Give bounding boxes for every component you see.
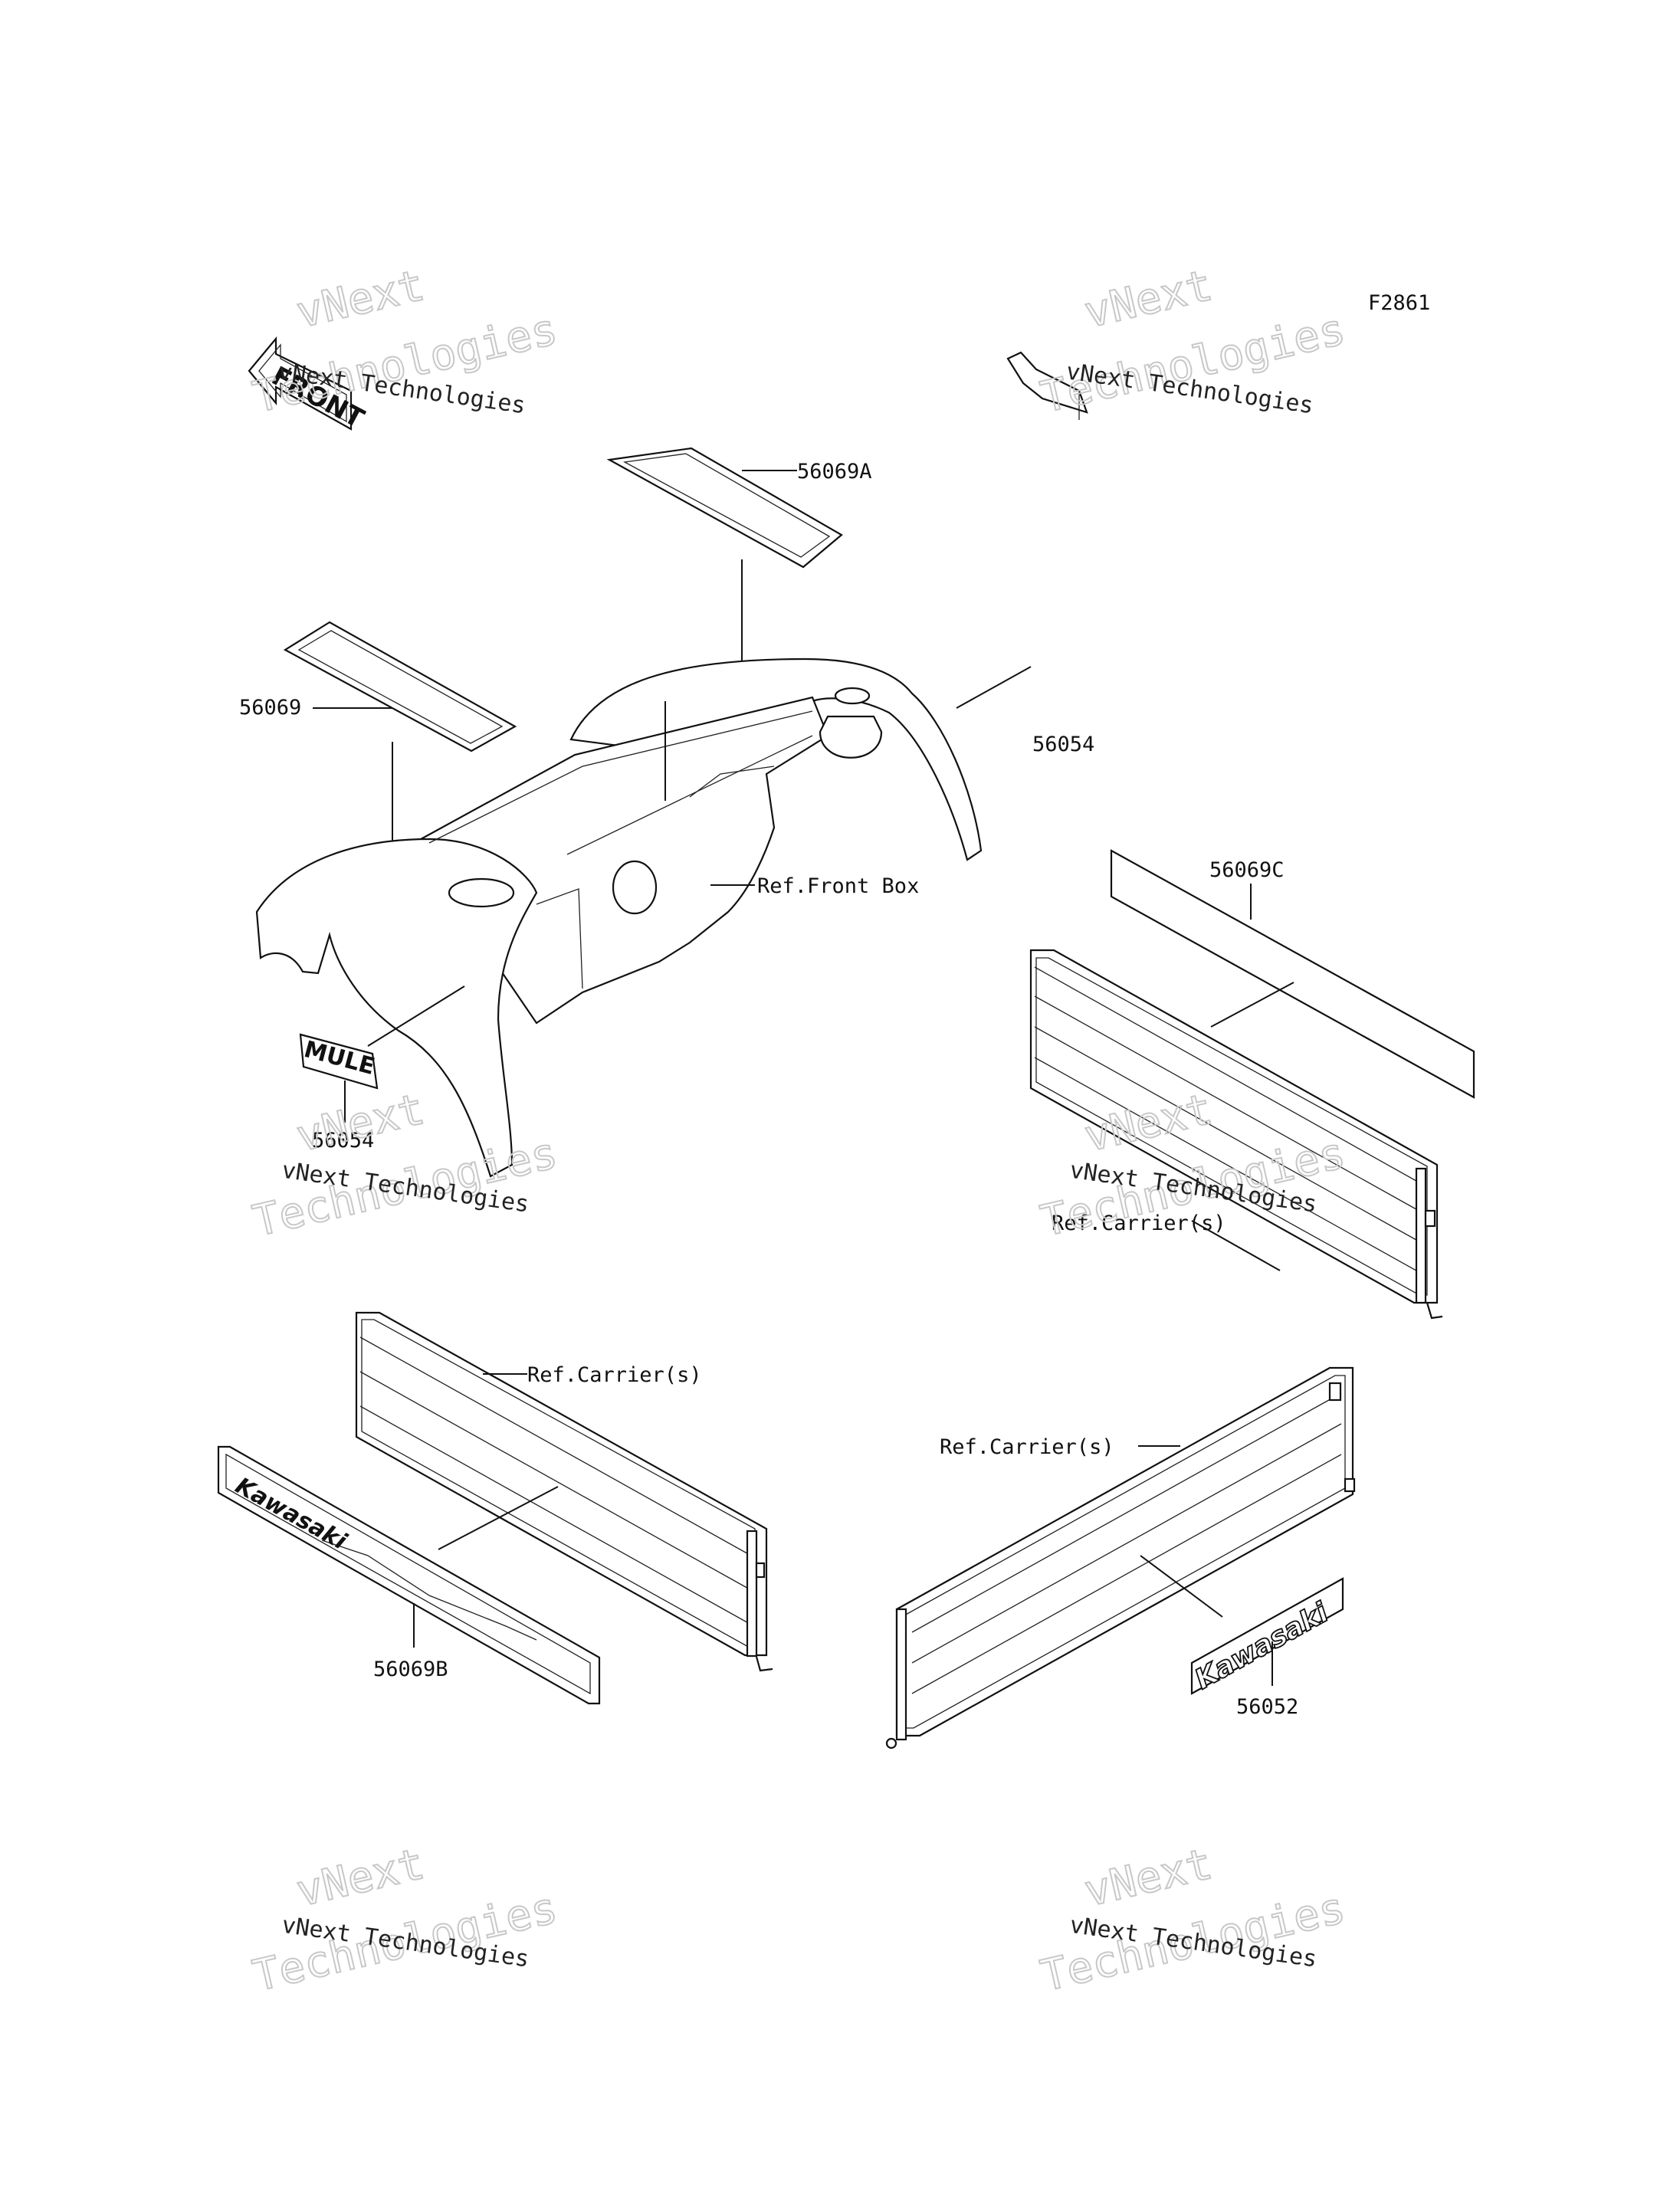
diagram-code: F2861 [1368,291,1430,315]
leader-56054-top [956,666,1032,709]
label-ref-front-box: Ref.Front Box [757,874,919,898]
carrier-panel-right [1029,949,1443,1320]
label-56052: 56052 [1236,1695,1298,1719]
watermark-5: vNext Technologies vNext Technologies [248,1838,563,2002]
decal-56069C[interactable] [1110,849,1475,1099]
watermark-2: vNext Technologies vNext Technologies [1035,260,1350,424]
svg-text:vNext: vNext [1080,1839,1217,1917]
decal-56069A[interactable] [606,447,843,569]
label-ref-carrier-1: Ref.Carrier(s) [1052,1212,1226,1235]
decal-56069[interactable] [283,621,517,753]
decal-56054-top[interactable] [1006,351,1088,420]
leader-ref-carrier-1 [1191,1220,1281,1271]
watermark-3: vNext Technologies vNext Technologies [248,1084,563,1248]
svg-text:vNext: vNext [292,261,429,338]
carrier-panel-tailgate [885,1366,1356,1749]
label-ref-carrier-2: Ref.Carrier(s) [527,1363,702,1387]
carrier-panel-left [355,1311,773,1672]
svg-text:vNext: vNext [1080,261,1217,338]
front-box [255,657,983,1178]
label-ref-carrier-3: Ref.Carrier(s) [940,1435,1114,1459]
watermark-1: vNext Technologies vNext Technologies [248,260,563,424]
kawasaki-badge-text: Kawasaki [1189,1597,1334,1696]
label-56069C: 56069C [1209,858,1285,882]
leader-56054-bottom-top [367,985,465,1047]
label-56054-bottom: 56054 [312,1129,374,1153]
label-56054-top: 56054 [1032,733,1094,756]
label-56069A: 56069A [797,460,872,484]
watermark-6: vNext Technologies vNext Technologies [1035,1838,1350,2002]
mule-logo-decal[interactable]: MULE [299,1033,379,1090]
svg-text:vNext: vNext [292,1839,429,1917]
kawasaki-badge[interactable]: Kawasaki [1189,1577,1344,1697]
leader-56069B-panel [438,1486,559,1550]
label-56069: 56069 [239,696,301,720]
leader-56052-panel [1140,1555,1223,1618]
leader-56069C-down [1210,982,1294,1028]
label-56069B: 56069B [373,1658,448,1681]
